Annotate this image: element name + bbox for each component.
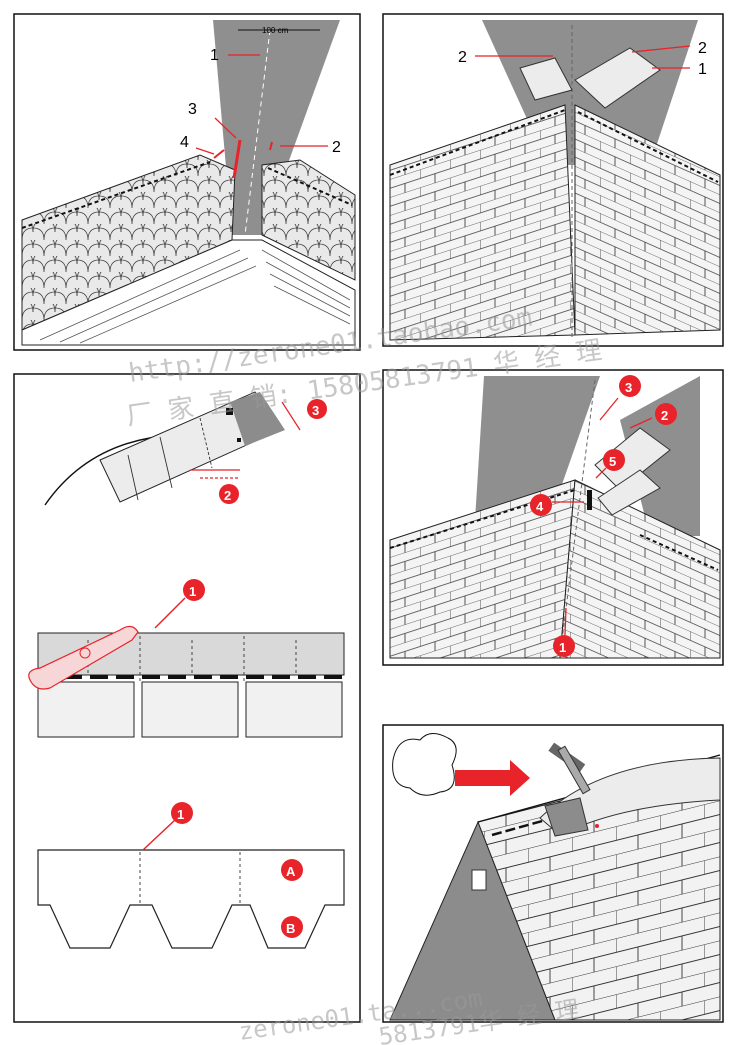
label-3: 3: [625, 380, 632, 395]
label-1: 1: [559, 640, 566, 655]
panel-valley-scale-shingles: 100 cm 1 2 3 4: [14, 14, 360, 350]
panel-valley-brick-shingles-lower: 3 2 5 4 1: [383, 370, 723, 665]
panel-left-column: 3 2 1 1 A B: [14, 374, 360, 1022]
label-1: 1: [189, 584, 196, 599]
label-A: A: [286, 864, 296, 879]
label-4: 4: [180, 134, 189, 151]
label-5: 5: [609, 454, 616, 469]
label-2a: 2: [458, 49, 467, 66]
panel-ridge-nailing: [383, 725, 723, 1022]
panel-valley-brick-shingles-top: 2 2 1: [383, 14, 723, 346]
label-2: 2: [332, 139, 341, 156]
label-4: 4: [536, 499, 544, 514]
label-1: 1: [698, 61, 707, 78]
label-1: 1: [210, 47, 219, 64]
label-1: 1: [177, 807, 184, 822]
label-3: 3: [188, 101, 197, 118]
label-B: B: [286, 921, 295, 936]
dimension-label: 100 cm: [262, 26, 289, 35]
label-2: 2: [224, 488, 231, 503]
label-2b: 2: [698, 40, 707, 57]
label-2: 2: [661, 408, 668, 423]
